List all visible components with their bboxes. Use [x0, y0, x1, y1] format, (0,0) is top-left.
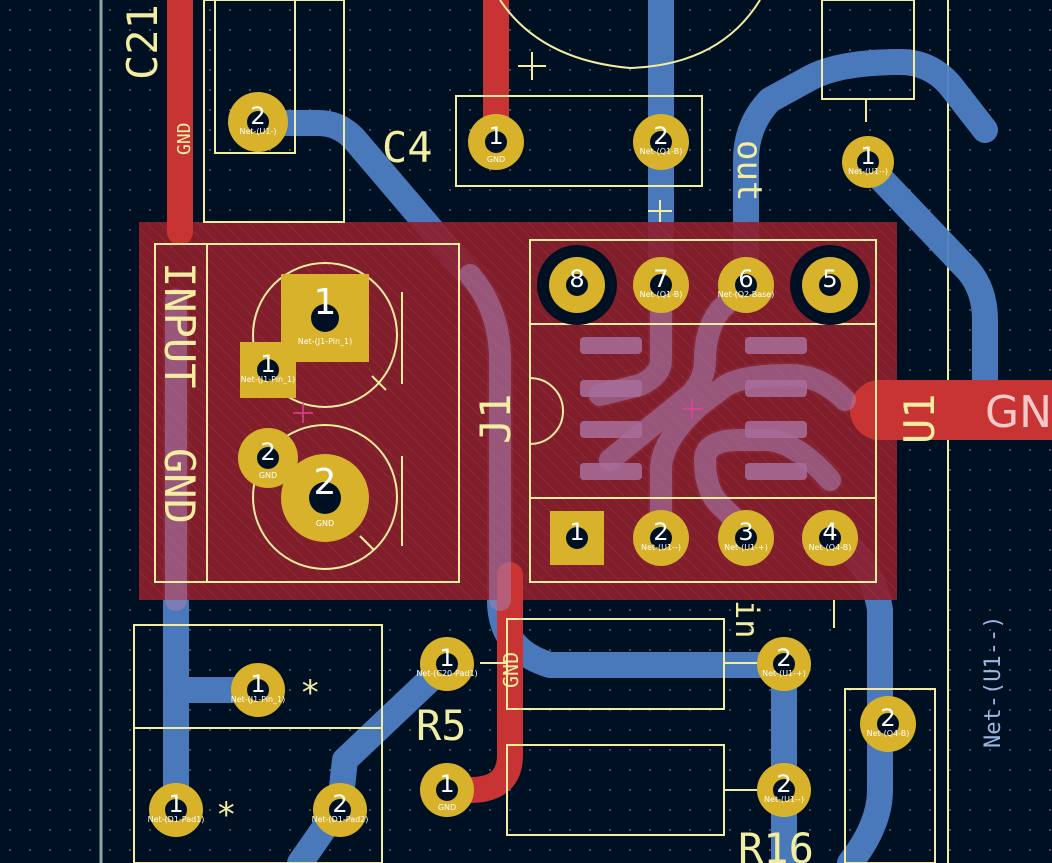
back-traces-over-zone	[165, 264, 856, 611]
ref-u1: U1	[895, 393, 944, 444]
pad-number: 2	[260, 438, 275, 466]
pad-number: 2	[776, 770, 791, 798]
pad-number: 2	[776, 644, 791, 672]
pad-net-label: GND	[316, 519, 334, 528]
net-label-gnd: GN	[985, 387, 1052, 438]
pad-number: 1	[569, 518, 584, 546]
pad-net-label: Net-(Q1-B)	[640, 290, 683, 299]
label-out: out	[729, 140, 769, 201]
pad-number: 1	[439, 770, 454, 798]
ref-c4: C4	[382, 123, 433, 172]
pad-net-label: Net-(Q2-Base)	[718, 290, 775, 299]
pad-number: 1	[860, 142, 875, 170]
pad-net-label: Net-(C20-Pad1)	[416, 669, 477, 678]
label-in: in	[728, 600, 766, 639]
pad-u1-8[interactable]: 8	[537, 245, 617, 325]
pad-number: 4	[822, 518, 837, 546]
pad-net-label: Net-(U1--)	[848, 167, 888, 176]
pad-number: 1	[439, 644, 454, 672]
label-gnd-r5: GND	[499, 652, 523, 688]
label-star-b: *	[216, 795, 236, 835]
pad-net-label: Net-(U1-+)	[762, 669, 806, 678]
pad-net-label: Net-(Q4-B)	[867, 729, 910, 738]
pad-number: 2	[653, 518, 668, 546]
pad-number: 2	[314, 462, 337, 503]
pad-net-label: Net-(U1-+)	[724, 543, 768, 552]
pad-net-label: Net-(Q1-B)	[640, 147, 683, 156]
pad-net-label: GND	[438, 803, 456, 812]
pad-number: 7	[653, 265, 668, 293]
label-star-a: *	[300, 673, 320, 713]
pad-number: 1	[260, 350, 275, 378]
pad-net-label: Net-(U1-)	[239, 127, 276, 136]
pad-net-label: Net-(J1-Pin_1)	[241, 375, 296, 384]
pad-u1-1[interactable]: 1	[550, 511, 604, 565]
pad-net-label: Net-(U1--)	[764, 795, 804, 804]
pad-number: 1	[488, 122, 503, 150]
pad-number: 1	[168, 790, 183, 818]
pad-net-label: Net-(U1--)	[641, 543, 681, 552]
label-gnd-small: GND	[174, 122, 195, 155]
ref-r5: R5	[416, 701, 467, 750]
pad-net-label: Net-(Q4-B)	[809, 543, 852, 552]
pad-number: 1	[314, 282, 337, 323]
pad-net-label: Net-(J1-Pin_1)	[231, 695, 286, 704]
pad-number: 2	[653, 122, 668, 150]
pad-net-label: Net-(D1-Pad2)	[312, 815, 369, 824]
ref-r16: R16	[738, 824, 814, 863]
pad-number: 5	[822, 265, 837, 293]
pad-number: 8	[569, 265, 584, 293]
origin-crosshairs	[293, 399, 702, 423]
u1-smd-pads	[580, 337, 807, 480]
pad-number: 6	[738, 265, 753, 293]
pad-net-label: GND	[487, 155, 505, 164]
pad-u1-5[interactable]: 5	[790, 245, 870, 325]
silkscreen-outlines	[133, 0, 936, 863]
pad-net-label: GND	[259, 471, 277, 480]
pad-number: 2	[880, 704, 895, 732]
pad-net-label: Net-(J1-Pin_1)	[298, 337, 353, 346]
label-input: INPUT	[155, 262, 204, 388]
pad-number: 2	[332, 790, 347, 818]
net-label-u1: Net-(U1--)	[981, 616, 1006, 748]
ref-c21: C21	[118, 4, 167, 80]
pad-number: 2	[250, 102, 265, 130]
label-gnd-vertical: GND	[155, 448, 204, 524]
ref-j1: J1	[471, 393, 520, 444]
pad-net-label: Net-(D1-Pad1)	[148, 815, 205, 824]
pad-number: 1	[250, 670, 265, 698]
pad-number: 3	[738, 518, 753, 546]
